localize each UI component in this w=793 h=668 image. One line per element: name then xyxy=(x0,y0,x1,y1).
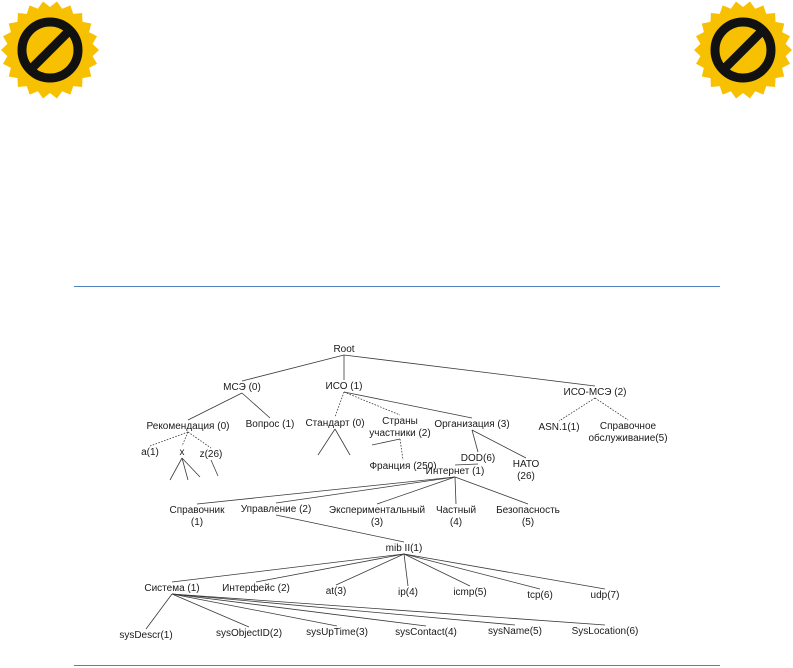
tree-node-mib2: mib II(1) xyxy=(386,543,423,554)
tree-edge-internet-mgmt xyxy=(275,476,456,504)
tree-node-france: Франция (250) xyxy=(369,461,436,472)
tree-edge-root-isoitu xyxy=(343,354,596,387)
tree-edge-system-sysuptime xyxy=(171,593,338,627)
tree-edge-mib2-icmp xyxy=(403,553,471,587)
tree-node-syscontact: sysContact(4) xyxy=(395,627,457,638)
tree-edge-rec-z26 xyxy=(187,431,212,449)
tree-node-experimental: Экспериментальный(3) xyxy=(329,505,425,528)
tree-edge-rec-a1 xyxy=(149,431,189,447)
tree-edge-system-sysname xyxy=(171,593,516,626)
tree-edge-system-syscontact xyxy=(171,593,427,627)
tree-edge-system-syslocation xyxy=(171,593,606,626)
tree-node-itu: МСЭ (0) xyxy=(223,382,261,393)
tree-edge-itu-question xyxy=(241,392,271,419)
top-divider xyxy=(74,286,720,287)
no-entry-icon xyxy=(1,1,99,99)
tree-edge-internet-private xyxy=(454,476,457,505)
tree-node-nato: НАТО(26) xyxy=(513,459,540,482)
tree-edges xyxy=(145,354,629,630)
tree-node-x: x xyxy=(180,447,185,458)
tree-node-interfaces: Интерфейс (2) xyxy=(222,582,290,594)
tree-edge-mgmt-mib2 xyxy=(275,514,405,543)
tree-edge-mib2-tcp xyxy=(403,553,541,590)
tree-node-sysname: sysName(5) xyxy=(488,626,542,637)
tree-edge-internet-experimental xyxy=(376,476,456,505)
tree-node-org: Организация (3) xyxy=(434,419,509,430)
tree-node-iso: ИСО (1) xyxy=(326,381,363,392)
no-entry-icon xyxy=(694,1,792,99)
tree-edge-mib2-at xyxy=(335,553,405,586)
tree-edge-isoitu-refservice xyxy=(594,397,629,421)
tree-node-standard: Стандарт (0) xyxy=(305,418,364,429)
tree-stub-0 xyxy=(317,428,336,456)
tree-edge-org-nato xyxy=(471,429,527,459)
tree-node-security: Безопасность(5) xyxy=(496,505,560,528)
tree-edge-dod-internet xyxy=(454,463,479,466)
tree-node-internet: Интернет (1) xyxy=(426,466,485,477)
tree-edge-internet-security xyxy=(454,476,529,505)
tree-node-at: at(3) xyxy=(326,586,347,597)
tree-edge-internet-directory xyxy=(196,476,456,505)
tree-edge-root-itu xyxy=(241,354,345,382)
tree-node-rec: Рекомендация (0) xyxy=(147,421,230,432)
tree-stub-1 xyxy=(334,428,351,456)
tree-node-a1: a(1) xyxy=(141,447,159,458)
tree-edge-rec-x xyxy=(181,431,189,447)
tree-edge-members-france xyxy=(399,438,404,461)
tree-node-asn1: ASN.1(1) xyxy=(538,422,579,433)
tree-node-z26: z(26) xyxy=(200,449,223,460)
tree-node-icmp: icmp(5) xyxy=(453,587,486,598)
tree-node-isoitu: ИСО-МСЭ (2) xyxy=(564,387,627,398)
tree-stub-4 xyxy=(181,457,189,481)
tree-node-mgmt: Управление (2) xyxy=(241,504,312,515)
tree-node-sysobjectid: sysObjectID(2) xyxy=(216,628,282,639)
tree-edge-org-dod xyxy=(471,429,479,453)
tree-node-ip: ip(4) xyxy=(398,587,418,598)
tree-edge-system-sysobjectid xyxy=(171,593,250,628)
tree-edge-iso-org xyxy=(343,391,473,419)
tree-node-question: Вопрос (1) xyxy=(246,419,295,430)
tree-edge-iso-standard xyxy=(334,391,345,418)
bottom-divider xyxy=(74,665,720,666)
tree-stub-2 xyxy=(371,438,401,446)
tree-node-tcp: tcp(6) xyxy=(527,590,553,601)
tree-edge-itu-rec xyxy=(187,392,243,421)
tree-node-system: Система (1) xyxy=(144,583,199,594)
tree-stub-3 xyxy=(169,457,183,481)
tree-node-syslocation: SysLocation(6) xyxy=(572,626,639,637)
tree-edge-isoitu-asn1 xyxy=(558,397,596,422)
tree-edge-mib2-ip xyxy=(403,553,409,587)
tree-stub-6 xyxy=(210,459,219,477)
tree-node-dod: DOD(6) xyxy=(461,453,495,464)
tree-edge-iso-members xyxy=(343,391,401,416)
tree-edge-mib2-system xyxy=(171,553,405,583)
tree-node-sysdescr: sysDescr(1) xyxy=(119,630,172,641)
tree-node-private: Частный(4) xyxy=(436,505,476,528)
tree-edge-mib2-interfaces xyxy=(255,553,405,583)
tree-stub-5 xyxy=(181,457,201,478)
tree-node-root: Root xyxy=(333,344,354,355)
tree-node-udp: udp(7) xyxy=(591,590,620,601)
tree-edge-mib2-udp xyxy=(403,553,606,590)
tree-node-directory: Справочник(1) xyxy=(170,505,226,528)
tree-node-sysuptime: sysUpTime(3) xyxy=(306,627,368,638)
tree-edge-system-sysdescr xyxy=(145,593,173,630)
